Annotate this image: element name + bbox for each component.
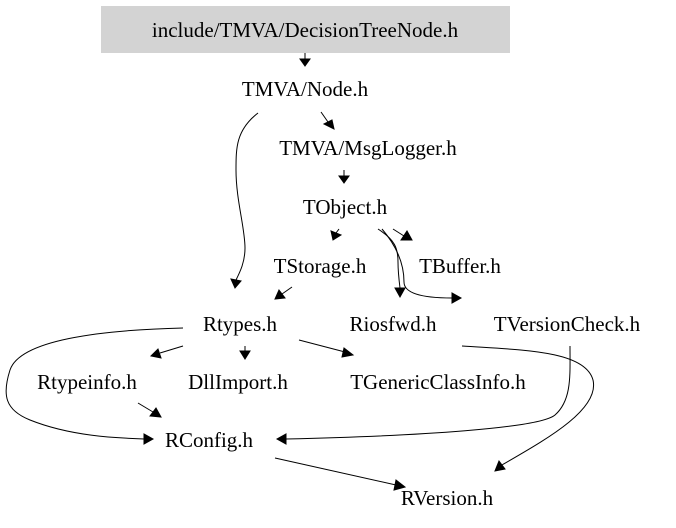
node-rversion[interactable]: RVersion.h: [401, 486, 494, 510]
root-node-box: [101, 6, 510, 53]
node-tstorage[interactable]: TStorage.h: [274, 254, 367, 278]
arrowhead-tstorage: [330, 230, 343, 241]
arrowhead-rtypeinfo: [149, 348, 162, 359]
edge-node-to-rtypes: [235, 112, 259, 281]
arrowhead-tbuffer: [400, 230, 413, 241]
arrowhead-node: [299, 58, 311, 67]
arrowhead-tgenericclassinfo: [341, 347, 355, 358]
arrowhead-dllimport: [239, 350, 251, 360]
edge-rtypes-to-rtypeinfo: [159, 345, 184, 354]
arrowhead-rversion-from-riosfwd: [494, 459, 506, 472]
nodes-layer: include/TMVA/DecisionTreeNode.h TMVA/Nod…: [37, 18, 641, 510]
node-tmva-node[interactable]: TMVA/Node.h: [242, 77, 369, 101]
arrowhead-rversion-from-rconfig: [393, 479, 407, 491]
node-rconfig[interactable]: RConfig.h: [165, 428, 254, 452]
edge-tobject-to-tstorage: [335, 228, 340, 234]
edge-rtypes-to-tgenericclassinfo: [298, 339, 346, 353]
node-riosfwd[interactable]: Riosfwd.h: [350, 312, 437, 336]
node-msglogger[interactable]: TMVA/MsgLogger.h: [279, 136, 457, 160]
arrowhead-rtypes-from-node: [230, 278, 242, 289]
edges-layer: [5, 53, 595, 491]
edge-node-to-msglogger: [320, 111, 329, 123]
arrowhead-riosfwd: [394, 287, 406, 299]
edge-tstorage-to-rtypes: [281, 286, 293, 295]
arrowhead-rtypes-from-tstorage: [274, 289, 286, 300]
edge-rtypes-to-rconfig: [5, 327, 184, 440]
edge-riosfwd-to-rversion: [461, 345, 595, 466]
arrowhead-tobject: [338, 175, 350, 184]
node-rtypes[interactable]: Rtypes.h: [203, 312, 278, 336]
edge-rtypeinfo-to-rconfig: [137, 402, 154, 413]
node-tobject[interactable]: TObject.h: [303, 195, 388, 219]
node-rtypeinfo[interactable]: Rtypeinfo.h: [37, 370, 137, 394]
arrowhead-rconfig-from-rtypes: [143, 433, 155, 445]
node-dllimport[interactable]: DllImport.h: [188, 370, 288, 394]
node-tversioncheck[interactable]: TVersionCheck.h: [494, 312, 641, 336]
node-tgenericclassinfo[interactable]: TGenericClassInfo.h: [350, 370, 526, 394]
edge-rconfig-to-rversion: [274, 457, 397, 486]
node-tbuffer[interactable]: TBuffer.h: [419, 254, 501, 278]
arrowhead-tversioncheck: [451, 292, 463, 304]
arrowhead-rconfig-from-rtypeinfo: [149, 407, 162, 418]
arrowhead-rconfig-from-tversioncheck: [275, 433, 287, 445]
edge-tobject-to-tbuffer: [392, 228, 405, 237]
edge-tversioncheck-to-rconfig: [285, 345, 571, 440]
edge-tobject-to-tversioncheck: [381, 228, 453, 299]
arrowhead-msglogger: [322, 119, 335, 130]
node-decisiontreenode[interactable]: include/TMVA/DecisionTreeNode.h: [152, 18, 459, 42]
